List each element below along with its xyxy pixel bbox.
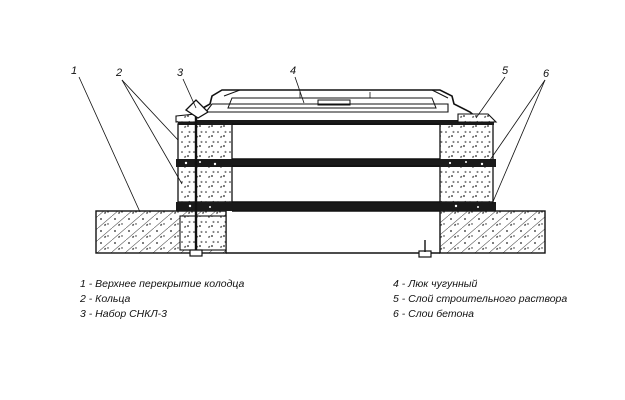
callout-1: 1 <box>71 65 77 77</box>
callout-5: 5 <box>502 65 509 77</box>
legend-item-1: 1 - Верхнее перекрытие колодца <box>80 278 245 290</box>
callout-4: 4 <box>290 65 296 77</box>
slab-right <box>439 210 546 254</box>
legend-item-3: 3 - Набор СНКЛ-3 <box>80 308 167 320</box>
legend-item-2: 2 - Кольца <box>80 293 131 305</box>
snkl-3-rod <box>184 99 432 258</box>
legend-item-5: 5 - Слой строительного раствора <box>393 293 568 305</box>
callout-2: 2 <box>115 67 122 79</box>
legend-item-4: 4 - Люк чугунный <box>393 278 478 290</box>
mortar-layer <box>175 113 498 123</box>
concrete-layers <box>176 120 496 211</box>
callout-3: 3 <box>177 67 184 79</box>
legend-item-6: 6 - Слои бетона <box>393 308 474 320</box>
callout-6: 6 <box>543 68 550 80</box>
legend-left: 1 - Верхнее перекрытие колодца 2 - Кольц… <box>80 277 244 322</box>
cast-iron-hatch <box>195 89 483 123</box>
legend-right: 4 - Люк чугунный 5 - Слой строительного … <box>393 277 567 322</box>
leader-lines <box>78 76 546 213</box>
rings-left <box>177 123 233 251</box>
shaft-lines <box>226 123 440 254</box>
